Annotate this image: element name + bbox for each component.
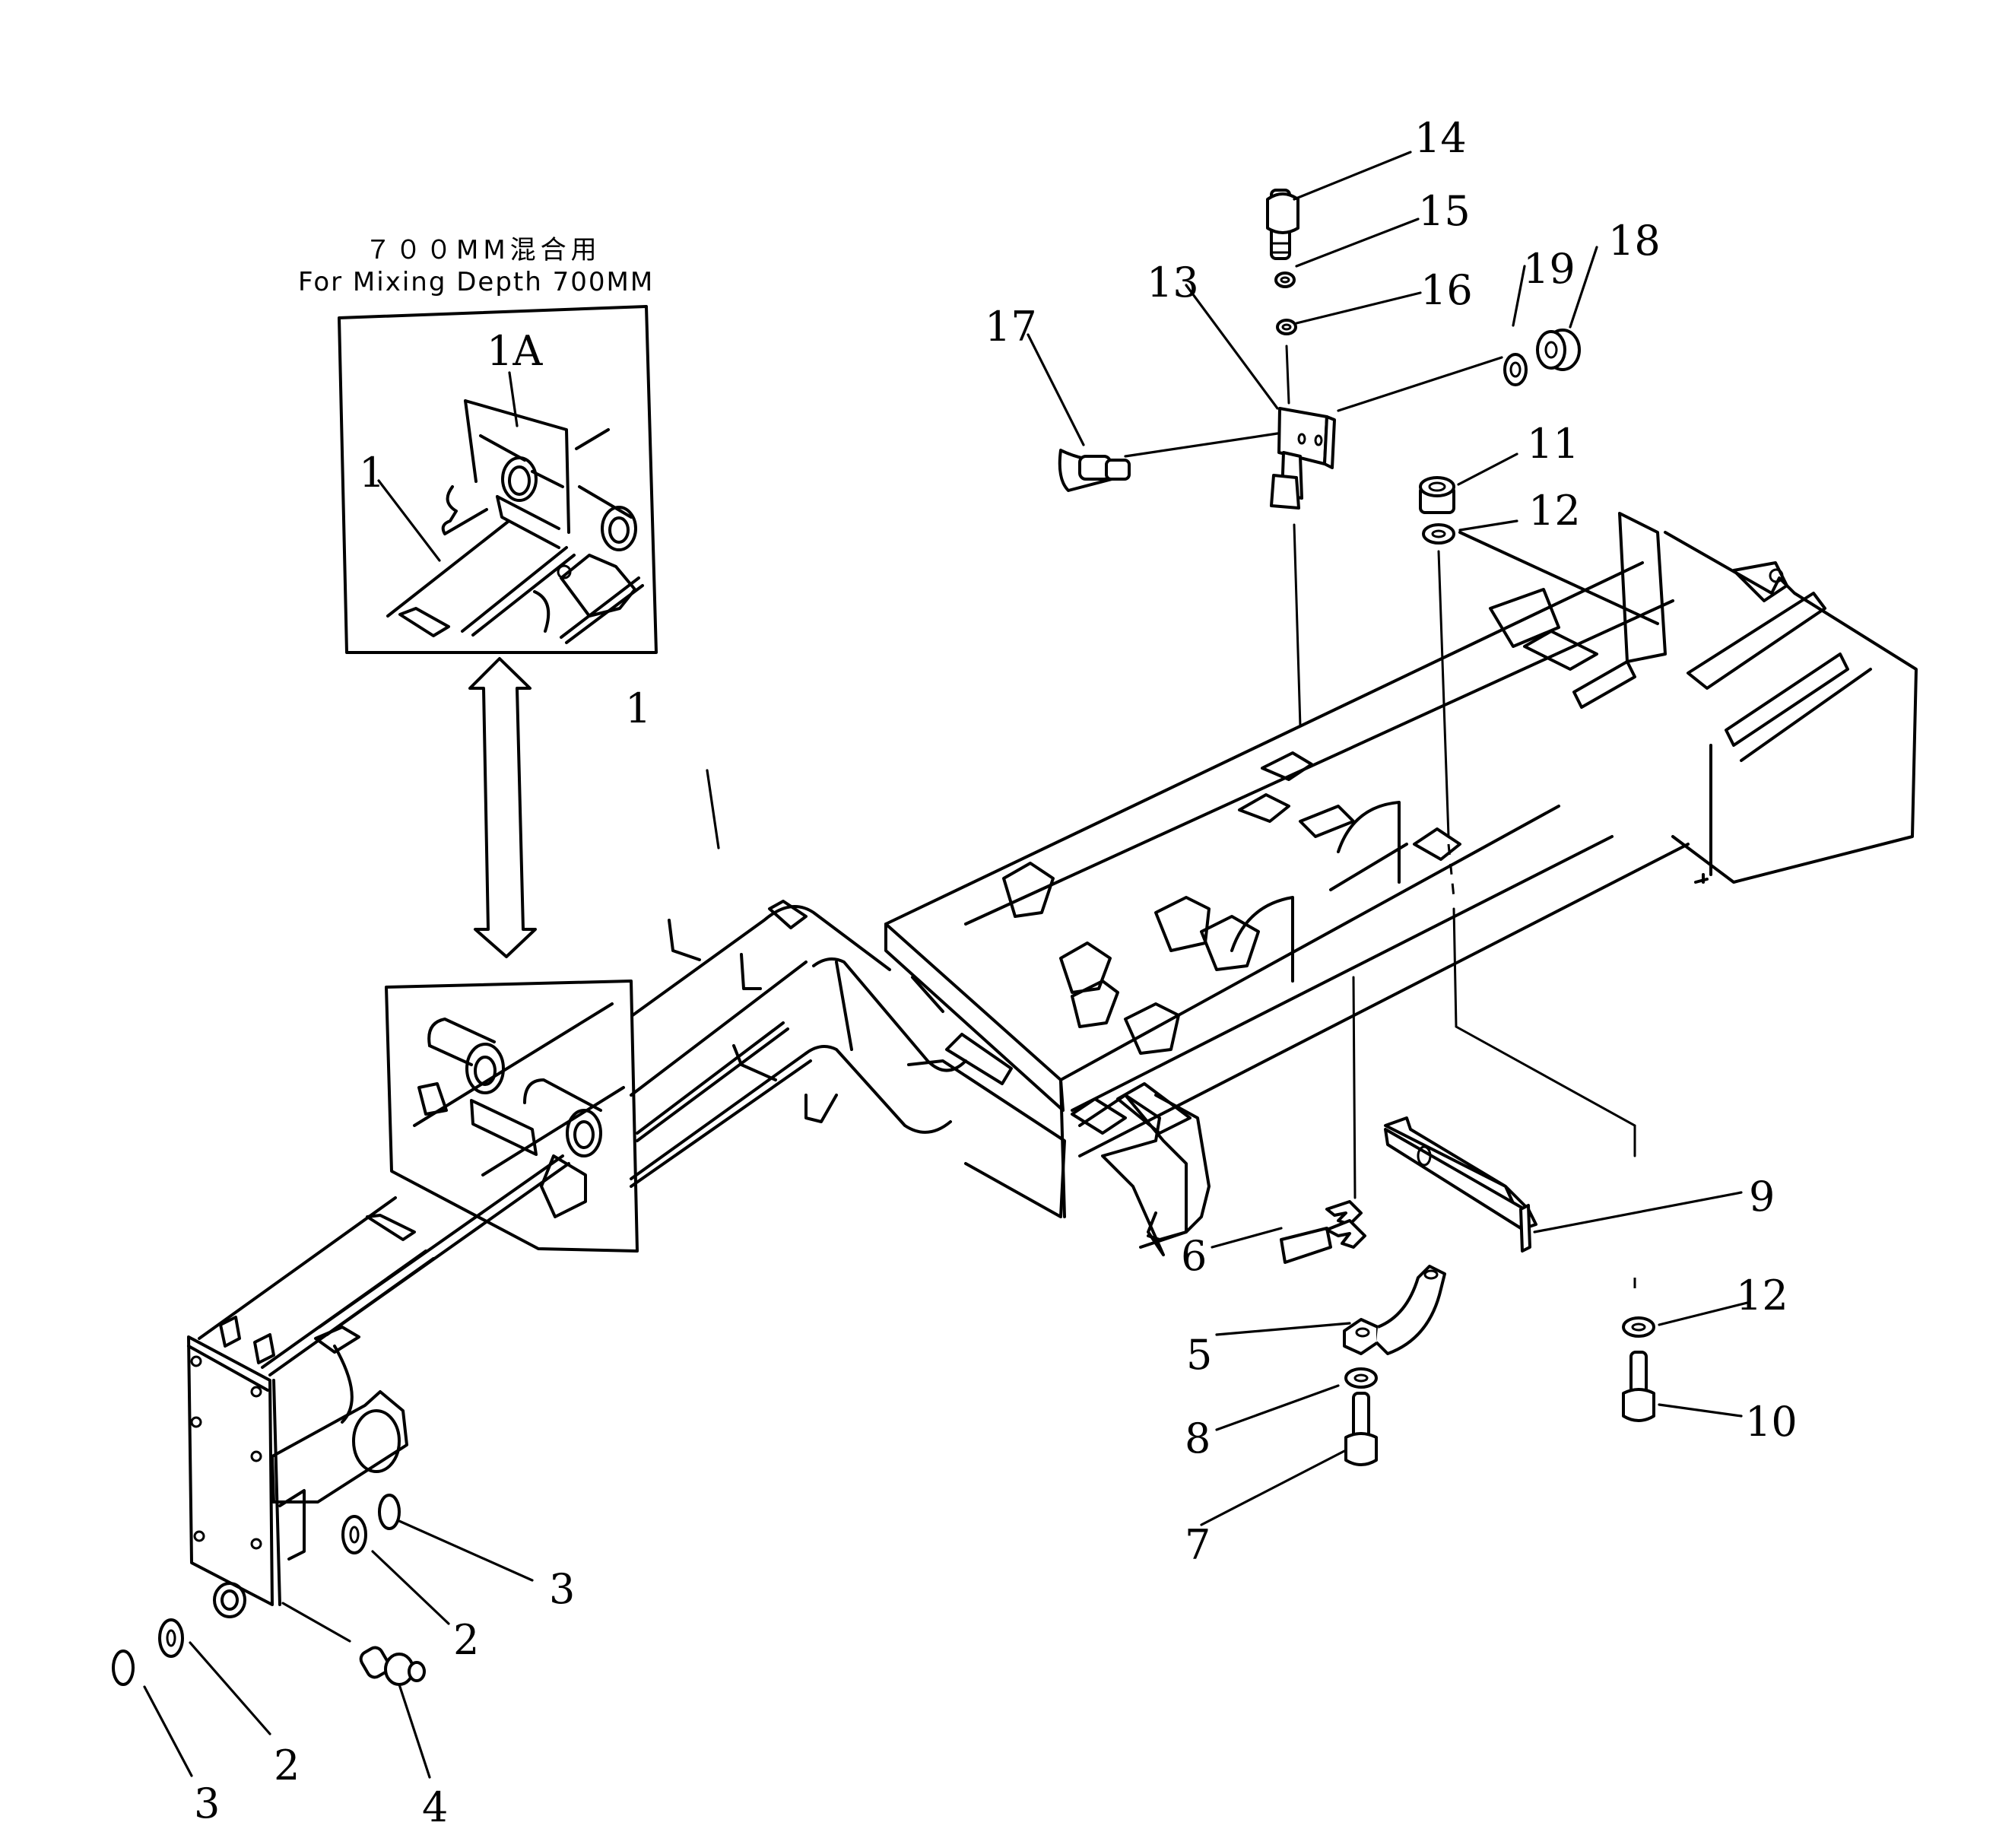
- inset-label-1: 1: [359, 449, 385, 497]
- handle-bracket: [314, 1326, 360, 1354]
- nut-icon: [1419, 476, 1455, 514]
- rear-leg-left: [1078, 1094, 1165, 1256]
- callout-17: 17: [985, 303, 1037, 351]
- inset-title-jp: ７００MM混合用: [365, 235, 601, 265]
- inset-bracket: [560, 554, 636, 618]
- gooseneck-clip: [945, 1033, 1013, 1085]
- standard-bracket: [540, 1154, 587, 1218]
- crossmember-bracket-1: [1002, 862, 1055, 918]
- callout-7: 7: [1185, 1521, 1211, 1569]
- callout-1: 1: [625, 684, 651, 732]
- callout-4: 4: [422, 1783, 448, 1831]
- bolt-icon: [1344, 1392, 1378, 1466]
- lower-boss: [213, 1582, 246, 1618]
- washer-icon: [1274, 271, 1296, 288]
- callout-15: 15: [1418, 187, 1471, 235]
- tube-stub: [1572, 660, 1636, 709]
- clip-icon: [1058, 449, 1131, 492]
- callout-9: 9: [1749, 1173, 1775, 1221]
- main-frame-assembly: [187, 512, 1918, 1618]
- leader-lines: [143, 151, 1749, 1779]
- callout-18: 18: [1608, 217, 1661, 265]
- shim-plate-icon: [1280, 1200, 1366, 1264]
- leader-inset-1: [377, 479, 441, 562]
- callout-10: 10: [1745, 1398, 1798, 1446]
- mount-bracket-icon: [1270, 407, 1336, 510]
- standard-detail-box: [385, 980, 639, 1253]
- pivot-arm: [271, 1390, 408, 1503]
- inset-title-en: For Mixing Depth 700MM: [298, 267, 654, 297]
- washer-icon: [1422, 523, 1455, 545]
- bearing-cap-icon: [1343, 1265, 1446, 1355]
- frame-slot-mid: [768, 900, 808, 929]
- bolt-icon: [1266, 189, 1299, 260]
- bolt-icon: [1622, 1351, 1655, 1422]
- crossmember-bracket-2: [1200, 915, 1260, 971]
- callout-19: 19: [1523, 245, 1576, 293]
- double-headed-arrow-icon: [468, 657, 537, 958]
- callout-11: 11: [1527, 420, 1579, 468]
- rear-leg-right: [1139, 1094, 1211, 1249]
- standard-bushing-1: [465, 1043, 505, 1094]
- callout-14: 14: [1414, 114, 1467, 162]
- o-ring-icon: [112, 1650, 135, 1686]
- callout-16: 16: [1420, 266, 1473, 314]
- callout-12: 12: [1528, 487, 1581, 535]
- saddle-cutout-2: [1337, 801, 1401, 884]
- washer-icon: [341, 1515, 367, 1554]
- inset-title: ７００MM混合用 For Mixing Depth 700MM: [298, 235, 654, 297]
- washer-icon: [1276, 319, 1297, 335]
- exploded-parts: [112, 189, 1655, 1686]
- inset-bushing: [501, 456, 538, 502]
- rear-rail-cap: [1687, 592, 1826, 690]
- washer-icon: [1622, 1316, 1655, 1338]
- inset-label-1a: 1A: [487, 327, 543, 375]
- saddle-cutout-1: [1230, 896, 1294, 983]
- standard-plate: [470, 1099, 538, 1156]
- inset-detail-box: 1 1A: [338, 305, 658, 654]
- front-end-plate: [187, 1335, 274, 1606]
- gooseneck-tube-lower: [804, 1045, 952, 1134]
- callout-13: 13: [1147, 259, 1199, 306]
- inset-plate-1a: [464, 399, 570, 534]
- callout-2: 2: [274, 1742, 300, 1789]
- callout-6: 6: [1181, 1232, 1207, 1280]
- callout-2: 2: [453, 1616, 479, 1664]
- pivot-bore: [352, 1409, 401, 1473]
- counterweight-block: [1664, 531, 1918, 884]
- washer-icon: [1344, 1367, 1378, 1389]
- leader-inset-1a: [508, 371, 519, 427]
- callout-labels: 1 2 2 3 3 4 5 6 7 8 9 10 11 12 12 13 14 …: [194, 114, 1798, 1831]
- callout-3: 3: [549, 1565, 575, 1613]
- block-ear: [1732, 561, 1788, 602]
- washer-icon: [158, 1618, 184, 1658]
- frame-slot-front: [366, 1214, 416, 1241]
- cover-plate-icon: [1384, 1116, 1537, 1253]
- washer-icon: [1503, 353, 1528, 386]
- callout-8: 8: [1185, 1415, 1211, 1462]
- callout-5: 5: [1186, 1331, 1212, 1379]
- leg-mount-plate: [1116, 1082, 1192, 1135]
- nut-seat-bracket: [1413, 827, 1461, 861]
- inset-frame: [338, 305, 658, 654]
- inset-slot: [398, 607, 450, 637]
- rear-upright: [1618, 512, 1667, 663]
- grease-fitting-icon: [359, 1646, 426, 1686]
- callout-12: 12: [1736, 1272, 1788, 1319]
- nut-icon: [1536, 329, 1581, 371]
- o-ring-icon: [378, 1494, 401, 1530]
- callout-3: 3: [194, 1780, 220, 1827]
